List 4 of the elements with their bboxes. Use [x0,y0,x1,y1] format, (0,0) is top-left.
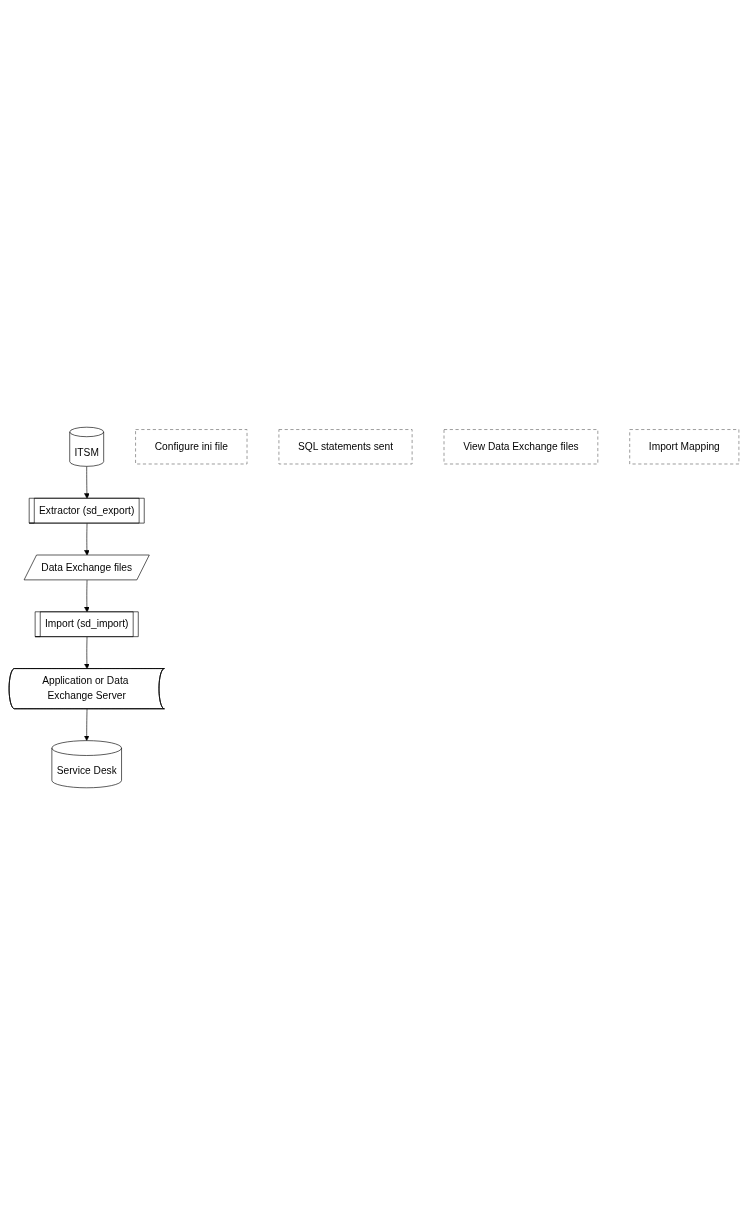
node-box: Configure ini file [135,429,248,465]
node-box: Import Mapping [629,429,740,465]
node-box: View Data Exchange files [443,429,599,465]
node-box: SQL statements sent [278,429,413,465]
